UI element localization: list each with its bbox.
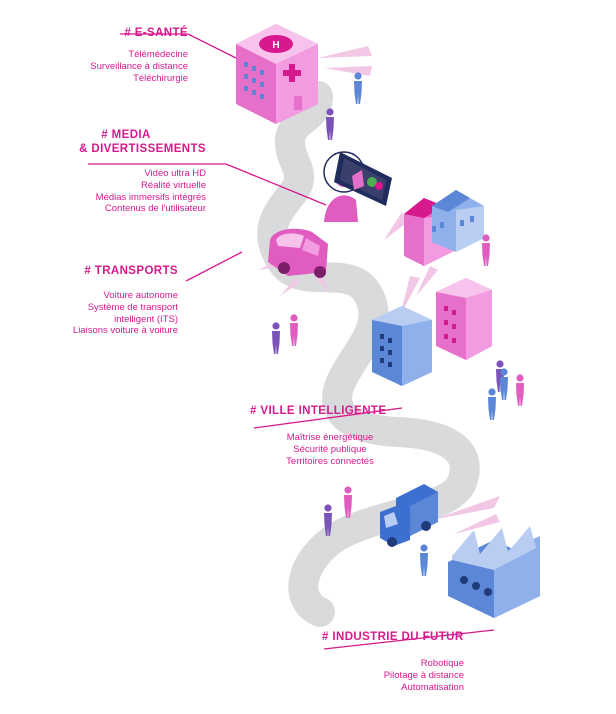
person-icon xyxy=(516,374,524,406)
section-item: Sécurité publique xyxy=(293,443,367,455)
section-item: Liaisons voiture à voiture xyxy=(72,325,178,337)
hospital-icon: H xyxy=(236,24,318,124)
person-icon xyxy=(488,388,496,420)
section-item: intelligent (ITS) xyxy=(114,313,178,325)
tablet-user-icon xyxy=(323,151,392,222)
section-esante: # E-SANTÉ Télémédecine Surveillance à di… xyxy=(0,26,188,84)
section-ville: # VILLE INTELLIGENTE Maîtrise énergétiqu… xyxy=(250,404,410,467)
factory-icon xyxy=(448,526,540,618)
section-item: Médias immersifs intégrés xyxy=(95,191,206,203)
person-icon xyxy=(290,314,298,346)
connector-lines xyxy=(88,33,495,650)
truck-icon xyxy=(380,484,438,547)
section-item: Surveillance à distance xyxy=(90,60,188,72)
section-item: Vidéo ultra HD xyxy=(144,168,206,179)
person-icon xyxy=(326,108,334,140)
section-transports: # TRANSPORTS Voiture autonome Système de… xyxy=(0,264,178,337)
section-item: Maîtrise énergétique xyxy=(286,432,374,443)
person-icon xyxy=(482,234,490,266)
section-title: # TRANSPORTS xyxy=(84,265,178,277)
person-icon xyxy=(272,322,280,354)
section-item: Contenus de l'utilisateur xyxy=(104,203,206,215)
section-item: Télémédecine xyxy=(128,49,188,60)
section-item: Réalité virtuelle xyxy=(141,179,206,191)
section-item: Système de transport xyxy=(87,301,178,313)
signal-beams xyxy=(258,46,500,534)
section-industrie: # INDUSTRIE DU FUTUR Robotique Pilotage … xyxy=(322,630,482,693)
section-item: Pilotage à distance xyxy=(383,669,464,681)
svg-text:H: H xyxy=(272,40,279,51)
car-icon xyxy=(268,228,328,278)
person-icon xyxy=(420,544,428,576)
person-icon xyxy=(354,72,362,104)
section-title: # E-SANTÉ xyxy=(124,27,188,39)
person-icon xyxy=(344,486,352,518)
section-title: # INDUSTRIE DU FUTUR xyxy=(322,631,464,643)
section-title-line1: # MEDIA xyxy=(101,129,151,141)
section-media: # MEDIA & DIVERTISSEMENTS Vidéo ultra HD… xyxy=(0,128,206,215)
houses-icon xyxy=(404,190,484,266)
people-group xyxy=(272,72,524,576)
section-title-line2: & DIVERTISSEMENTS xyxy=(79,143,206,155)
section-item: Automatisation xyxy=(401,681,464,693)
section-item: Voiture autonome xyxy=(103,290,178,301)
section-item: Territoires connectés xyxy=(286,455,374,467)
section-item: Téléchirurgie xyxy=(133,72,188,84)
person-icon xyxy=(324,504,332,536)
section-title: # VILLE INTELLIGENTE xyxy=(250,405,387,417)
office-buildings-icon xyxy=(372,278,492,386)
person-icon xyxy=(500,368,508,400)
section-item: Robotique xyxy=(420,658,464,669)
